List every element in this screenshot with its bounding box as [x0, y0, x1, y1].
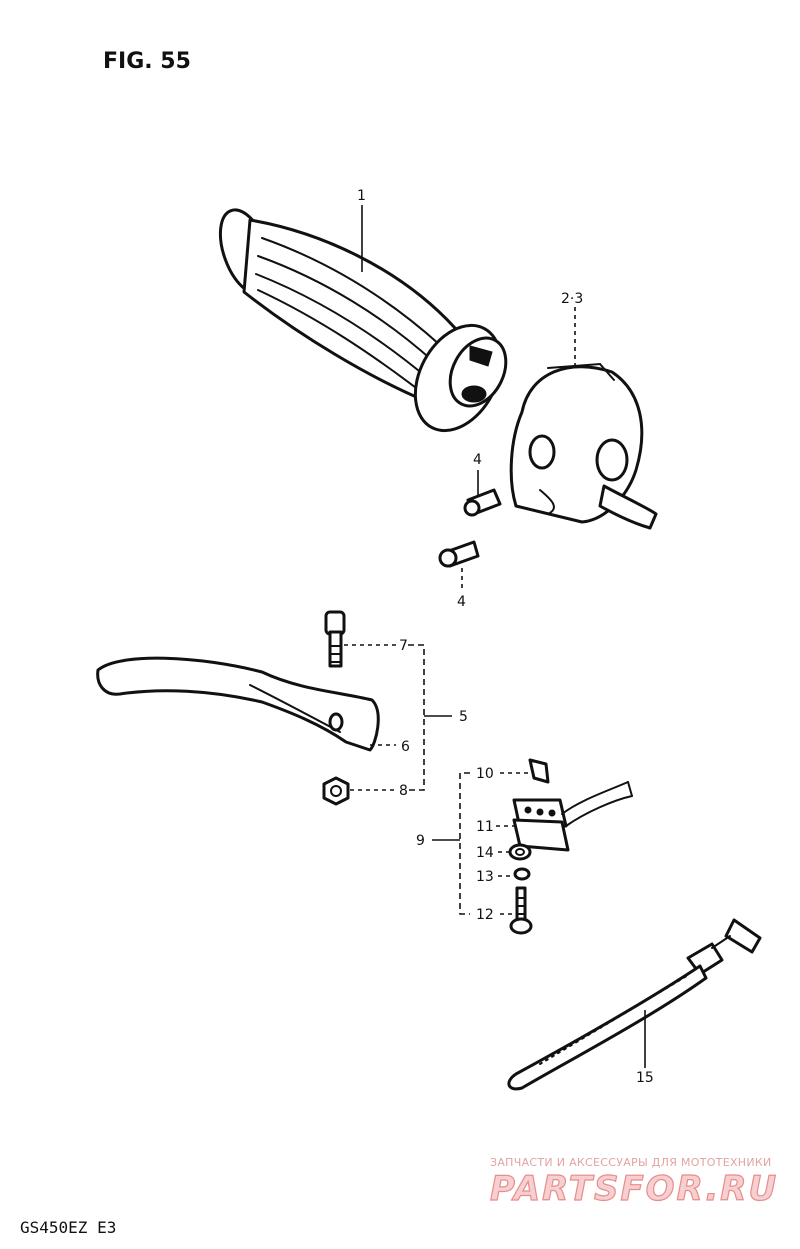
callout-6: 6 [401, 739, 410, 755]
callout-15: 15 [636, 1070, 654, 1086]
callout-7: 7 [399, 638, 408, 654]
callout-14: 14 [476, 845, 494, 861]
callout-10: 10 [476, 766, 494, 782]
callout-4-lower: 4 [457, 594, 466, 610]
callout-4-upper: 4 [473, 452, 482, 468]
part-1-throttle-grip [218, 208, 508, 433]
callout-9: 9 [416, 833, 425, 849]
callout-5: 5 [459, 709, 468, 725]
callout-13: 13 [476, 869, 494, 885]
callout-2-3: 2·3 [561, 291, 583, 307]
part-12-screw [509, 886, 533, 935]
part-14-washer [508, 843, 532, 861]
watermark-caption: ЗАПЧАСТИ И АКСЕССУАРЫ ДЛЯ МОТОТЕХНИКИ [490, 1156, 772, 1169]
part-7-pivot-bolt [324, 610, 346, 668]
part-4-screw-upper [463, 488, 502, 517]
watermark: ЗАПЧАСТИ И АКСЕССУАРЫ ДЛЯ МОТОТЕХНИКИ PA… [489, 1156, 778, 1210]
figure-title: FIG. 55 [103, 49, 191, 74]
model-code: GS450EZ E3 [20, 1218, 116, 1237]
part-13-washer [513, 867, 531, 881]
callout-12: 12 [476, 907, 494, 923]
callout-11: 11 [476, 819, 494, 835]
callout-8: 8 [399, 783, 408, 799]
part-11-switch [512, 781, 633, 852]
part-10-screw [528, 758, 550, 784]
part-15-cable-tie [507, 918, 762, 1091]
part-2-3-throttle-housing [509, 362, 658, 530]
part-6-lever [96, 656, 380, 752]
part-8-nut [322, 776, 350, 806]
watermark-logo: PARTSFOR.RU [490, 1169, 778, 1209]
callout-1: 1 [357, 188, 366, 204]
part-4-screw-lower [438, 540, 480, 568]
